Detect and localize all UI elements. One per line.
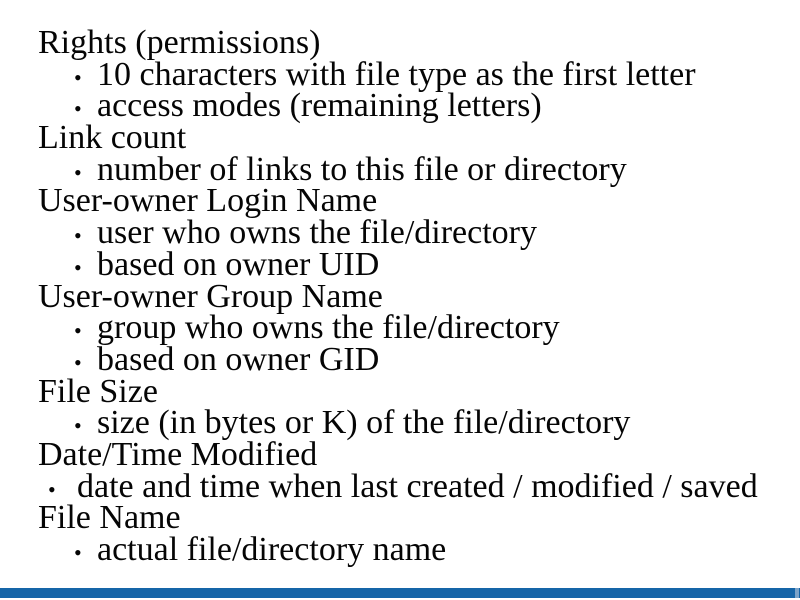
list-item-text: Rights (permissions): [38, 24, 321, 61]
list-item-text: user who owns the file/directory: [97, 214, 537, 252]
list-item: • based on owner GID: [38, 340, 790, 378]
list-item: • based on owner UID: [38, 245, 790, 283]
bullet-icon: •: [74, 318, 82, 344]
list-item: User-owner Login Name: [38, 182, 790, 220]
list-item-text: Link count: [38, 119, 187, 157]
bullet-icon: •: [48, 476, 56, 502]
bullet-icon: •: [74, 413, 82, 439]
slide-body-text: Rights (permissions) • 10 characters wit…: [38, 24, 790, 568]
list-item-text: access modes (remaining letters): [97, 87, 542, 125]
list-item: • date and time when last created / modi…: [38, 467, 790, 505]
list-item: File Size: [38, 372, 790, 410]
list-item-text: number of links to this file or director…: [97, 150, 627, 188]
list-item-text: File Name: [38, 499, 181, 537]
list-item: • actual file/directory name: [38, 531, 790, 568]
list-item: Date/Time Modified: [38, 435, 790, 473]
list-item: • size (in bytes or K) of the file/direc…: [38, 404, 790, 442]
list-item: • access modes (remaining letters): [38, 87, 790, 125]
list-item-text: 10 characters with file type as the firs…: [97, 55, 696, 93]
list-item-text: actual file/directory name: [97, 531, 447, 568]
bottom-accent-bar: [0, 588, 800, 598]
list-item-text: date and time when last created / modifi…: [77, 467, 758, 505]
list-item: User-owner Group Name: [38, 277, 790, 315]
list-item: • 10 characters with file type as the fi…: [38, 55, 790, 93]
list-item: Link count: [38, 119, 790, 157]
bullet-icon: •: [74, 96, 82, 122]
list-item-text: based on owner GID: [97, 340, 380, 378]
list-item-text: Date/Time Modified: [38, 435, 318, 473]
bullet-icon: •: [74, 540, 82, 565]
list-item: • user who owns the file/directory: [38, 214, 790, 252]
list-item: • number of links to this file or direct…: [38, 150, 790, 188]
list-item: Rights (permissions): [38, 24, 790, 61]
bullet-icon: •: [74, 223, 82, 249]
list-item-text: size (in bytes or K) of the file/directo…: [97, 404, 631, 442]
list-item-text: based on owner UID: [97, 245, 380, 283]
bottom-accent-bar-tip: [795, 588, 799, 598]
list-item-text: User-owner Group Name: [38, 277, 383, 315]
list-item: • group who owns the file/directory: [38, 309, 790, 347]
bullet-icon: •: [74, 254, 82, 280]
bullet-icon: •: [74, 64, 82, 90]
bullet-icon: •: [74, 349, 82, 375]
list-item: File Name: [38, 499, 790, 537]
list-item-text: group who owns the file/directory: [97, 309, 560, 347]
bullet-icon: •: [74, 159, 82, 185]
list-item-text: User-owner Login Name: [38, 182, 378, 220]
list-item-text: File Size: [38, 372, 158, 410]
